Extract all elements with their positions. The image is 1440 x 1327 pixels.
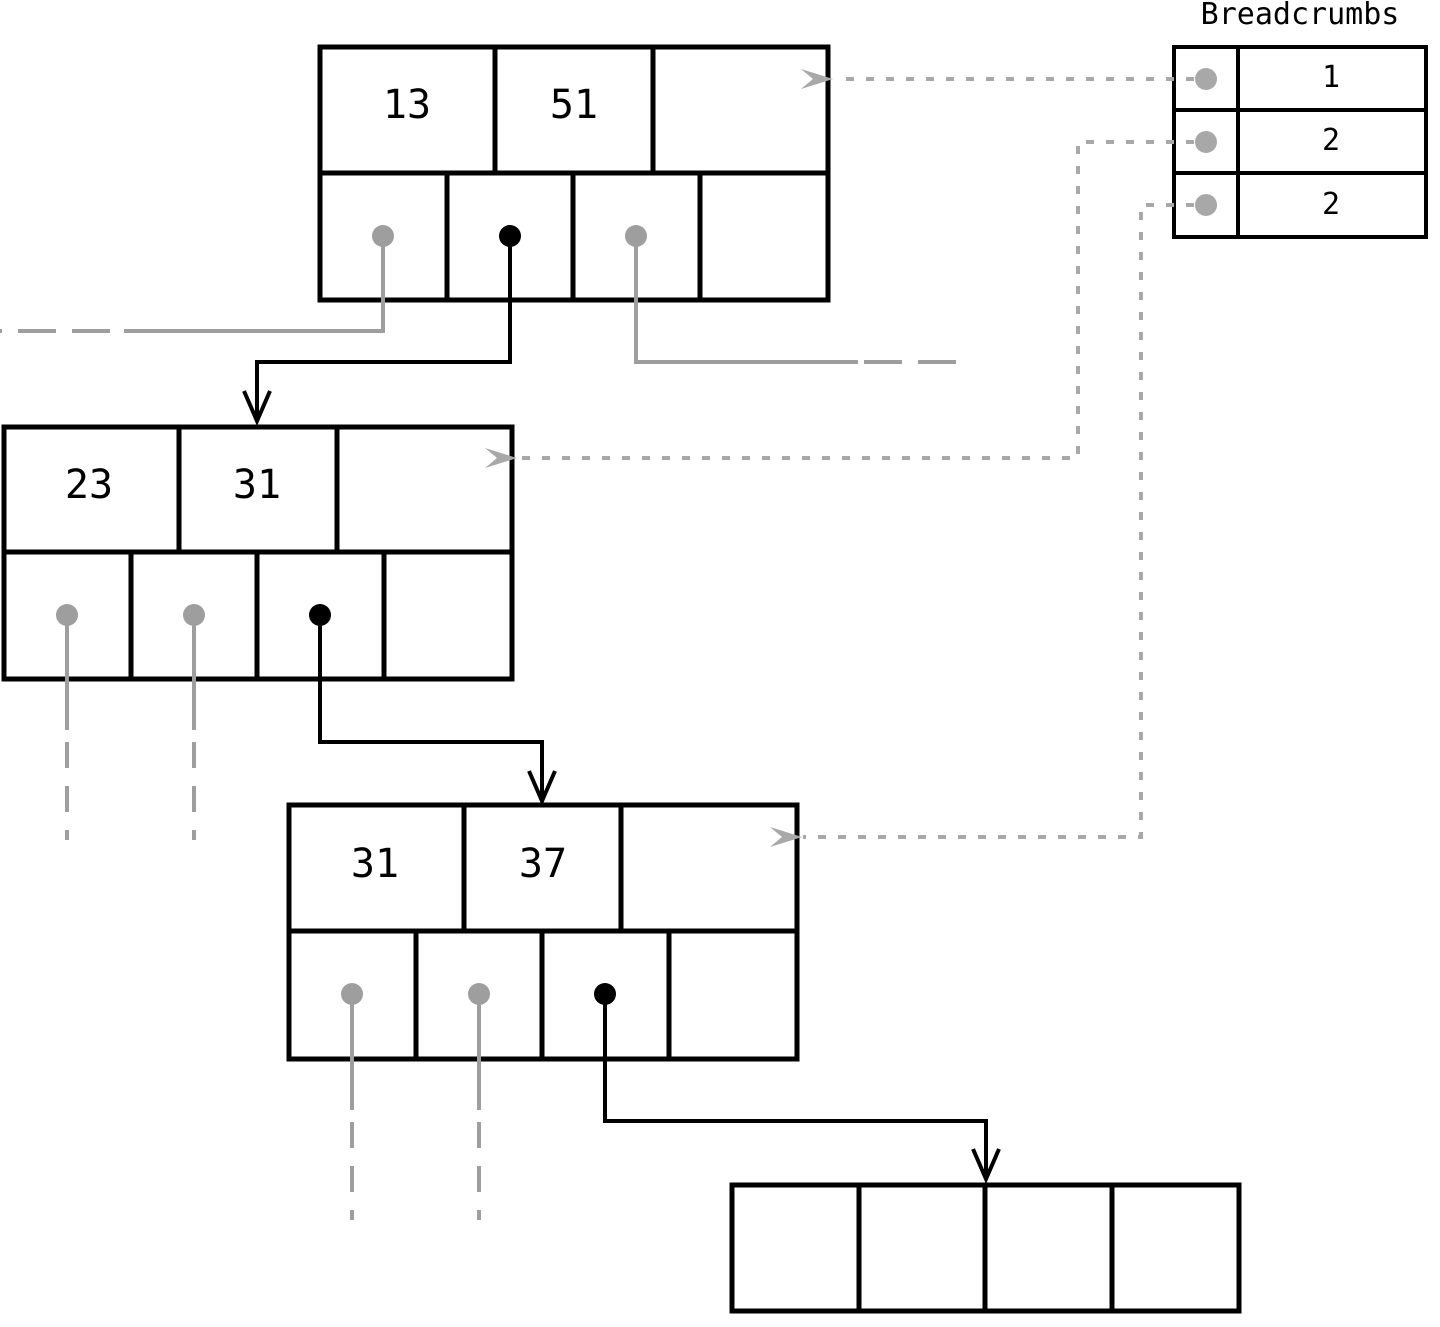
breadcrumb-value-cell-2 <box>1236 108 1428 175</box>
breadcrumb-value-cell-1 <box>1236 45 1428 112</box>
node-c-to-node-d-edge <box>603 994 988 1176</box>
node-d-cell-1 <box>729 1182 862 1314</box>
node-c-key-2: 37 <box>519 841 567 887</box>
node-a-pointer-line-3 <box>634 236 858 364</box>
node-a-key-cell-3 <box>650 44 831 176</box>
node-a-to-node-b-edge <box>255 236 512 418</box>
breadcrumb-entry-2: 2 <box>1322 123 1340 158</box>
node-a-key-cell-1 <box>317 44 498 176</box>
arrowhead-icon <box>971 1148 1001 1185</box>
arrowhead-icon <box>527 770 557 807</box>
arrowhead-icon <box>242 390 272 427</box>
node-b-key-cell-3 <box>334 424 515 555</box>
node-b-child-cell-4 <box>381 549 515 682</box>
node-b-to-node-c-edge <box>318 615 544 798</box>
node-d-cell-4 <box>1109 1182 1242 1314</box>
node-c-key-1: 31 <box>351 841 399 887</box>
node-b-key-2: 31 <box>233 462 281 508</box>
node-b: 23 31 <box>1 424 515 682</box>
node-d <box>729 1182 1242 1314</box>
breadcrumb-value-cell-3 <box>1236 171 1428 239</box>
node-a-key-2: 51 <box>550 82 598 128</box>
node-a: 13 51 <box>317 44 831 303</box>
breadcrumbs-title: Breadcrumbs <box>1201 0 1400 32</box>
node-b-key-cell-1 <box>1 424 182 555</box>
node-c-child-cell-4 <box>666 928 800 1062</box>
node-a-pointer-line-1 <box>124 236 385 333</box>
node-a-child-cell-4 <box>697 170 831 303</box>
breadcrumb-entry-1: 1 <box>1322 60 1340 95</box>
node-c-key-cell-3 <box>618 802 800 934</box>
node-d-cell-2 <box>856 1182 988 1314</box>
breadcrumbs-table: Breadcrumbs 1 2 2 <box>1172 0 1428 239</box>
node-a-key-1: 13 <box>383 82 431 128</box>
breadcrumb-dot-2 <box>1195 131 1217 153</box>
node-b-key-1: 23 <box>65 462 113 508</box>
breadcrumb-dot-1 <box>1195 68 1217 90</box>
breadcrumb-dot-3 <box>1195 194 1217 216</box>
node-c: 31 37 <box>286 802 800 1062</box>
node-d-cell-3 <box>982 1182 1115 1314</box>
node-b-key-cell-2 <box>176 424 340 555</box>
breadcrumb-link-3 <box>770 203 1194 847</box>
breadcrumb-entry-3: 2 <box>1322 187 1340 222</box>
